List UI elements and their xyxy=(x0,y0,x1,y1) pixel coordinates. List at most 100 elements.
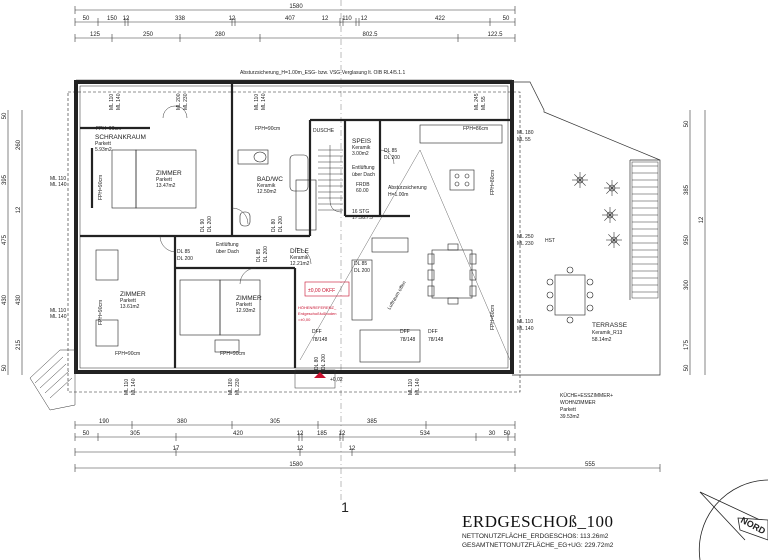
terrace-stairs xyxy=(631,161,659,299)
ml-right-250: ML 250 xyxy=(517,234,534,240)
interior-walls xyxy=(80,84,512,368)
dusche-label: DUSCHE xyxy=(313,128,335,134)
room-diele-name: DIELE xyxy=(290,248,309,255)
bottom-dim-2-0: 50 xyxy=(83,431,90,437)
ml-top-245: ML 245 xyxy=(474,93,480,110)
dff-label-1: DFF xyxy=(312,329,322,335)
title-block: ERDGESCHOß_100 NETTONUTZFLÄCHE_ERDGESCHO… xyxy=(462,512,702,550)
top-dim-2-4: 122.5 xyxy=(487,32,503,38)
ml-right-230: ML 230 xyxy=(517,241,534,247)
room-zimmer1-area: 13.47m2 xyxy=(156,183,176,189)
entrance-marker xyxy=(294,369,336,389)
ml-left-140-a: ML 140 xyxy=(50,182,67,188)
ml-right-110: ML 110 xyxy=(517,319,533,325)
bottom-dim-3-1: 12 xyxy=(297,446,304,452)
dff-size-1: 78/148 xyxy=(312,337,328,343)
north-arrow xyxy=(698,479,768,560)
room-bad-area: 12.50m2 xyxy=(257,189,277,195)
dff-size-2: 78/148 xyxy=(400,337,416,343)
bottom-dim-2-8: 50 xyxy=(504,431,511,437)
left-dim-outer-2: 475 xyxy=(2,234,8,245)
ml-bottom-140-b: ML 140 xyxy=(415,378,421,395)
room-terrasse-floor: Keramik_R13 xyxy=(592,330,623,336)
fph-label-6: FPH=80cm xyxy=(490,170,496,195)
bottom-dim-2-7: 30 xyxy=(489,431,496,437)
entrance-stairs xyxy=(29,349,76,411)
room-zimmer1-floor: Parkett xyxy=(156,177,172,183)
bottom-dim-2-5: 12 xyxy=(339,431,346,437)
fph-label-9: FPH=90cm xyxy=(98,300,104,325)
right-dim-outer-1: 385 xyxy=(684,184,690,195)
right-dim-outer-4: 175 xyxy=(684,339,690,350)
dl-label-dl80-z3: DL 80 xyxy=(314,357,320,370)
room-zimmer2-area: 13.61m2 xyxy=(120,304,140,310)
ml-right-140: ML 140 xyxy=(517,326,534,332)
fph-label-3: FPH=86cm xyxy=(463,126,488,132)
top-total-dim: 1580 xyxy=(289,4,303,10)
top-dim-1-7: 110 xyxy=(342,16,352,22)
top-dim-1-2: 12 xyxy=(123,16,130,22)
dl-label-speis: DL 85 xyxy=(384,148,397,154)
height-ref-1: HÖHENREFERENZ_ xyxy=(298,305,337,310)
top-dim-1-1: 150 xyxy=(107,16,118,22)
drawing-title: ERDGESCHOß_100 xyxy=(462,512,614,531)
fph-label-5: FPH=90cm xyxy=(220,351,245,357)
room-zimmer3-name: ZIMMER xyxy=(236,295,262,302)
top-dim-2-2: 280 xyxy=(215,32,226,38)
room-zimmer2-floor: Parkett xyxy=(120,298,136,304)
absturz-h-label: H=1.00m xyxy=(388,192,408,198)
fph-label-1: FPH=90cm xyxy=(96,126,121,132)
right-dim-outer-2: 950 xyxy=(684,234,690,245)
dl-label-speis-2: DL 200 xyxy=(384,155,400,161)
dl-label-dl80: DL 80 xyxy=(271,219,277,232)
dff-size-3: 78/148 xyxy=(428,337,444,343)
bottom-dim-1-1: 380 xyxy=(177,419,188,425)
room-terrasse-name: TERRASSE xyxy=(592,322,628,329)
fph-label-8: FPH=90cm xyxy=(98,175,104,200)
room-speis-floor: Keramik xyxy=(352,145,371,151)
left-dim-outer-0: 50 xyxy=(2,112,8,119)
ml-bottom-140-a: ML 140 xyxy=(131,378,137,395)
room-kueche-area: 39.53m2 xyxy=(560,414,580,420)
bottom-dim-1-0: 190 xyxy=(99,419,110,425)
ml-top-110: ML 110 xyxy=(109,94,115,110)
room-schrankraum-floor: Parkett xyxy=(95,141,111,147)
top-dim-2-0: 125 xyxy=(90,32,101,38)
top-dim-1-10: 50 xyxy=(503,16,510,22)
room-diele-area: 12.21m2 xyxy=(290,261,310,267)
ml-left-110-a: ML 110 xyxy=(50,176,66,182)
dl-label-z2-b: DL 200 xyxy=(177,256,193,262)
stair-steps-label: 16 STG xyxy=(352,209,369,215)
room-bad-floor: Keramik xyxy=(257,183,276,189)
ml-bottom-230: ML 230 xyxy=(235,378,241,395)
bottom-dim-2-1: 305 xyxy=(130,431,141,437)
top-dim-2-1: 250 xyxy=(143,32,154,38)
absturz-label-kitchen: Absturzsicherung xyxy=(388,185,427,191)
ueber-dach-label-1: über Dach xyxy=(216,249,239,255)
top-dim-1-3: 338 xyxy=(175,16,186,22)
room-terrasse-area: 58.14m2 xyxy=(592,337,612,343)
bottom-dim-2-2: 420 xyxy=(233,431,244,437)
room-diele-floor: Keramik xyxy=(290,255,309,261)
level-marker xyxy=(304,281,350,297)
ml-top-55: ML 55 xyxy=(481,96,487,110)
area-line-2: GESAMTNETTONUTZFLÄCHE_EG+UG: 229.72m2 xyxy=(462,542,614,549)
top-dimension-chains xyxy=(74,6,516,42)
room-schrankraum-area: 5.93m2 xyxy=(95,147,112,153)
stair-size-label: 17.5/27.5 xyxy=(352,215,373,221)
bottom-extra-dim: 555 xyxy=(585,462,596,468)
top-dim-1-8: 12 xyxy=(361,16,368,22)
room-zimmer1-name: ZIMMER xyxy=(156,170,182,177)
ml-bottom-180: ML 180 xyxy=(228,378,234,395)
room-kueche-name: KÜCHE+ESSZIMMER+ xyxy=(560,392,613,399)
dl-label-bad: DL 90 xyxy=(200,219,206,232)
ml-top-140: ML 140 xyxy=(116,93,122,110)
ml-left-140-b: ML 140 xyxy=(50,314,67,320)
left-dim-outer-4: 50 xyxy=(2,364,8,371)
entlueftung-label-1: Entlüftung xyxy=(216,242,239,248)
ml-bottom-110-a: ML 110 xyxy=(124,379,130,395)
dl-label-z2: DL 85 xyxy=(177,249,190,255)
ml-right-180: ML 180 xyxy=(517,130,534,136)
fph-label-2: FPH=90cm xyxy=(255,126,280,132)
bottom-dim-2-4: 185 xyxy=(317,431,328,437)
